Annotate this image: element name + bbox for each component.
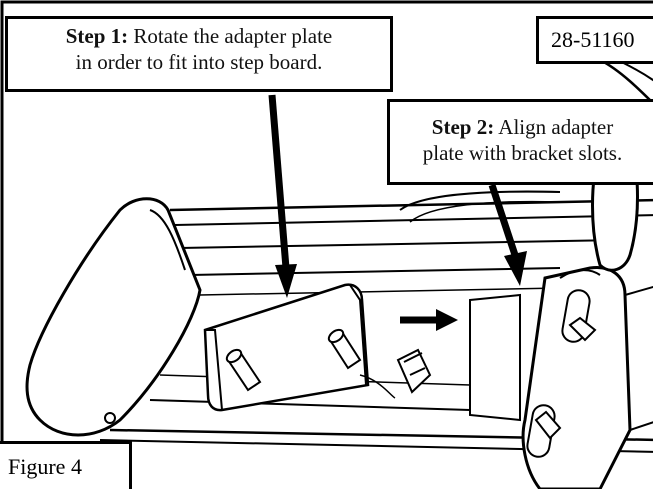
step-2-text: Align adapter [494,115,614,139]
step-1-label: Step 1: [65,24,129,48]
step-1-callout: Step 1: Rotate the adapter plate in orde… [5,16,393,92]
step-2-label: Step 2: [431,115,495,139]
step-1-text: Rotate the adapter plate [128,24,333,48]
step-2-callout: Step 2: Align adapter plate with bracket… [387,99,653,185]
step-2-text-line2: plate with bracket slots. [422,141,623,166]
step-1-text-line2: in order to fit into step board. [75,50,323,75]
part-number-box: 28-51160 [536,16,653,64]
figure-label: Figure 4 [0,441,132,489]
